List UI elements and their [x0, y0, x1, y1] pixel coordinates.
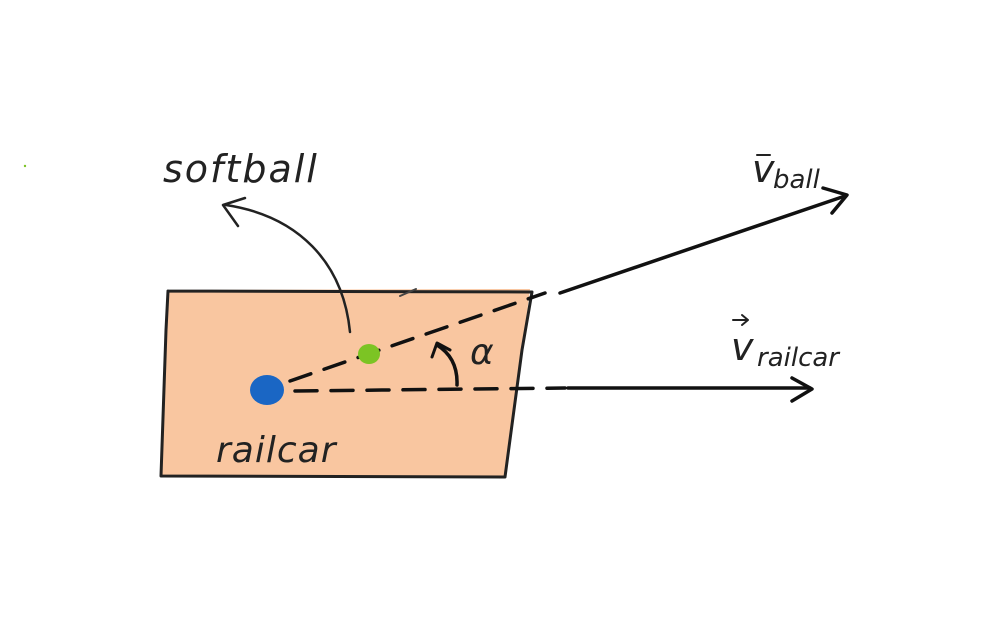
- v-ball-arrowhead: [821, 186, 849, 215]
- softball-pointer-arrowhead: [221, 196, 247, 228]
- railcar-direction-dashed-line: [293, 386, 567, 393]
- alpha-angle-label: α: [470, 332, 494, 373]
- v-railcar-symbol: v: [731, 325, 754, 369]
- ball-direction-dashed-line: [288, 291, 547, 383]
- railcar-body: [160, 289, 530, 478]
- railcar-outline: [159, 289, 534, 479]
- stray-dot: [23, 164, 27, 168]
- angle-arc-arrowhead: [430, 341, 452, 359]
- v-railcar-vector-hat: [732, 314, 749, 326]
- angle-arc: [435, 343, 459, 387]
- softball-dot: [358, 344, 380, 364]
- railcar-dot: [250, 375, 284, 405]
- stray-mark: [399, 288, 417, 297]
- v-railcar-subscript: railcar: [757, 343, 841, 373]
- softball-pointer-curve: [224, 203, 352, 334]
- railcar-label: railcar: [216, 430, 338, 471]
- v-railcar-arrowhead: [790, 376, 814, 403]
- v-ball-arrow-line: [558, 194, 847, 295]
- v-ball-symbol: v: [752, 147, 775, 191]
- softball-label: softball: [163, 147, 319, 191]
- v-ball-subscript: ball: [773, 165, 821, 195]
